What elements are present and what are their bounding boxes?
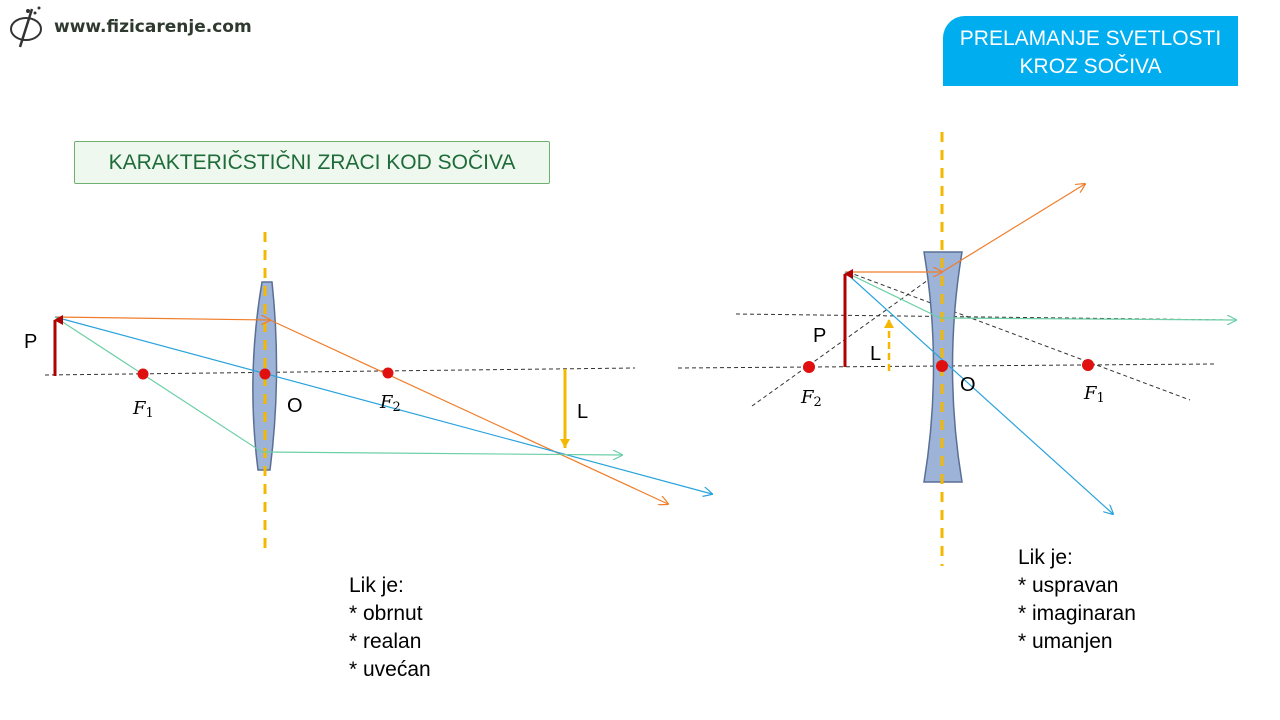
center-label: O — [960, 374, 976, 396]
conclusion-item: * obrnut — [349, 602, 423, 625]
focus-point-f2 — [382, 367, 394, 379]
diverging-lens-diagram: P L O F2 F1 — [677, 132, 1236, 566]
focal-ray-extension — [847, 271, 1191, 401]
page-title-line1: PRELAMANJE SVETLOSTI — [959, 27, 1222, 50]
parallel-ray-refracted — [269, 319, 668, 504]
focus-label-f2: F2 — [800, 387, 822, 410]
focus-point-f1 — [1082, 359, 1094, 371]
optical-center-point — [259, 368, 271, 380]
page-title-line2: KROZ SOČIVA — [1019, 55, 1162, 78]
object-label: P — [24, 331, 37, 353]
conclusion-title: Lik je: — [349, 574, 404, 597]
central-ray — [54, 316, 712, 494]
conclusion-item: * uvećan — [349, 658, 431, 681]
virtual-ray-extension — [751, 269, 943, 407]
conclusion-item: * uspravan — [1018, 574, 1119, 597]
optical-axis — [44, 367, 636, 376]
site-url: www.fizicarenje.com — [54, 17, 252, 37]
focal-ray-refracted — [939, 318, 1236, 320]
site-logo[interactable]: www.fizicarenje.com — [6, 2, 252, 52]
converging-conclusion: Lik je: * obrnut * realan * uvećan — [349, 572, 431, 684]
center-label: O — [287, 395, 303, 417]
central-ray — [844, 271, 1113, 514]
focus-label-f2: F2 — [379, 392, 401, 415]
parallel-extension-line — [735, 313, 1231, 321]
parallel-ray-refracted — [941, 184, 1085, 273]
focus-label-f1: F1 — [132, 398, 154, 421]
focal-ray-incident — [844, 271, 941, 319]
focus-point-f1 — [137, 368, 149, 380]
converging-lens-diagram: P O L F1 F2 — [24, 232, 712, 550]
image-label: L — [577, 401, 588, 423]
conclusion-item: * realan — [349, 630, 422, 653]
image-label: L — [870, 343, 881, 365]
section-subtitle: KARAKTERIČSTIČNI ZRACI KOD SOČIVA — [74, 141, 550, 184]
focus-point-f2 — [803, 361, 815, 373]
optical-center-point — [936, 360, 948, 372]
conclusion-item: * umanjen — [1018, 630, 1113, 653]
focus-label-f1: F1 — [1083, 383, 1105, 406]
object-label: P — [813, 325, 826, 347]
conclusion-item: * imaginaran — [1018, 602, 1136, 625]
logo-icon — [10, 6, 42, 48]
diverging-conclusion: Lik je: * uspravan * imaginaran * umanje… — [1018, 544, 1136, 656]
focal-ray-incident — [54, 316, 263, 453]
focal-ray-refracted — [261, 452, 622, 455]
conclusion-title: Lik je: — [1018, 546, 1073, 569]
page-title: PRELAMANJE SVETLOSTI KROZ SOČIVA — [943, 16, 1238, 86]
parallel-ray-incident — [54, 317, 270, 320]
